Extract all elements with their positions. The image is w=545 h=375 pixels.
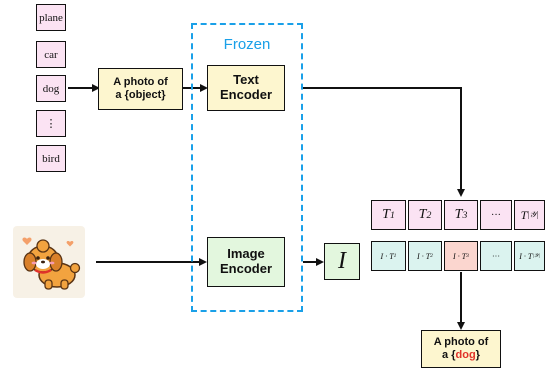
arrow-text-encoder-to-embeddings	[303, 87, 465, 197]
prompt-template-line2: a {object}	[115, 89, 166, 101]
prompt-template-box: A photo of a {object}	[98, 68, 183, 110]
text-encoder-line2: Encoder	[219, 87, 272, 102]
similarity-cell: I · T|𝒴|	[514, 241, 545, 271]
text-embedding-ellipsis: ···	[480, 200, 512, 230]
predicted-class: dog	[455, 349, 476, 361]
frozen-label: Frozen	[223, 36, 271, 53]
image-encoder-box: Image Encoder	[207, 237, 285, 287]
text-embedding-cell: T|𝒴|	[514, 200, 545, 230]
class-item-dog: dog	[36, 75, 66, 102]
text-encoder-box: Text Encoder	[207, 65, 285, 111]
similarity-ellipsis: ···	[480, 241, 512, 271]
image-embedding-box: I	[324, 243, 360, 280]
text-encoder-line1: Text	[233, 72, 259, 88]
class-item-bird: bird	[36, 145, 66, 172]
class-item-ellipsis: ⋮	[36, 110, 66, 137]
class-item-plane: plane	[36, 4, 66, 31]
prediction-output-box: A photo of a {dog}	[421, 330, 501, 368]
image-encoder-line2: Encoder	[219, 261, 272, 276]
dog-illustration-icon	[22, 237, 81, 290]
class-item-car: car	[36, 41, 66, 68]
prediction-line1: A photo of	[433, 336, 489, 349]
prediction-line2: a {dog}	[442, 349, 480, 361]
prompt-template-line1: A photo of	[113, 76, 168, 89]
image-encoder-line1: Image	[227, 246, 265, 262]
input-image	[13, 226, 85, 298]
frozen-region	[191, 23, 303, 312]
